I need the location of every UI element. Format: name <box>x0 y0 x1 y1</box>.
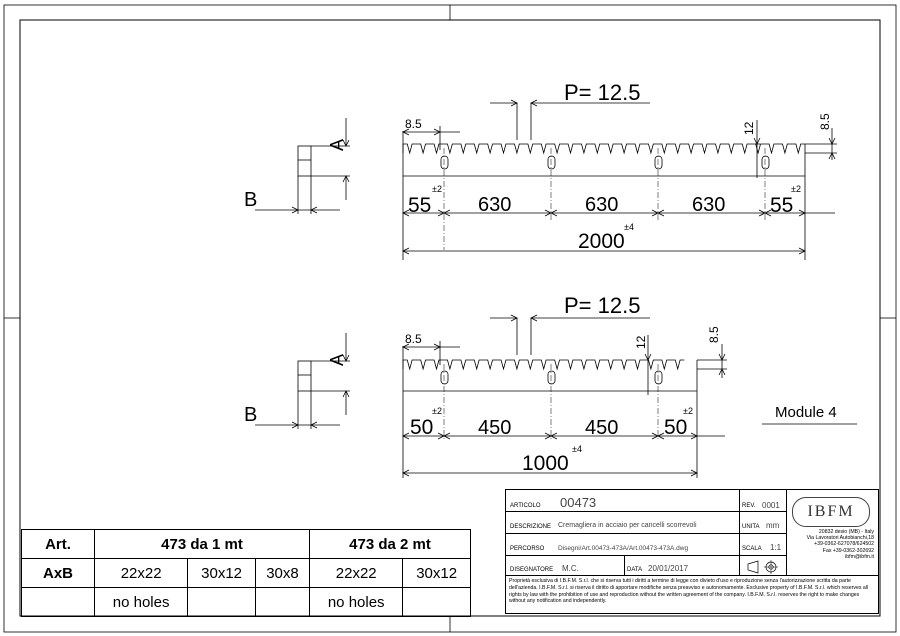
bom-note-cell: no holes <box>309 587 404 617</box>
scala-label: SCALA <box>742 546 762 552</box>
company-logo: IBFM <box>792 497 870 527</box>
projection-symbol-icon <box>747 560 778 574</box>
bottom-section-view <box>255 333 350 429</box>
bom-note-cell <box>187 587 256 617</box>
bottom-offset-right-tol: ±2 <box>683 406 693 416</box>
bom-size-cell: 22x22 <box>309 558 404 588</box>
bom-group-1: 473 da 1 mt <box>93 529 311 559</box>
bom-header-row: Art. 473 da 1 mt 473 da 2 mt <box>21 529 471 559</box>
top-offset-right-tol: ±2 <box>791 184 801 194</box>
bottom-offset-left: 50 <box>410 416 433 439</box>
bom-group-2: 473 da 2 mt <box>309 529 471 559</box>
data-value: 20/01/2017 <box>648 564 689 573</box>
section-label-a-bottom: A <box>327 354 347 366</box>
bottom-spacing-2: 450 <box>585 417 618 439</box>
percorso-label: PERCORSO <box>510 546 545 552</box>
bottom-total-length: 1000 <box>522 452 569 475</box>
top-rack <box>402 99 837 260</box>
bottom-offset-left-tol: ±2 <box>432 406 442 416</box>
bom-axb-label: AxB <box>21 558 95 588</box>
top-total-tol: ±4 <box>624 222 634 232</box>
top-tooth-width: 8.5 <box>405 117 422 131</box>
top-height-85: 8.5 <box>818 113 832 130</box>
bom-note-cell: no holes <box>93 587 189 617</box>
module-label: Module 4 <box>775 404 837 421</box>
scala-value: 1:1 <box>770 543 782 552</box>
disegnatore-value: M.C. <box>562 564 579 573</box>
bom-size-cell: 30x12 <box>402 558 471 588</box>
top-offset-left-tol: ±2 <box>432 184 442 194</box>
articolo-value: 00473 <box>560 495 597 510</box>
rev-label: REV. <box>742 503 756 509</box>
disegnatore-label: DISEGNATORE <box>510 567 554 573</box>
bom-note-cell <box>402 587 471 617</box>
bottom-offset-right: 50 <box>664 416 687 439</box>
bottom-height-12: 12 <box>634 335 648 349</box>
top-pitch-label: P= 12.5 <box>564 80 640 105</box>
bottom-rack <box>402 314 727 478</box>
top-offset-left: 55 <box>408 194 431 217</box>
bottom-spacing-1: 450 <box>478 417 511 439</box>
data-label: DATA <box>627 567 643 573</box>
bom-size-cell: 30x12 <box>187 558 256 588</box>
bom-art-label: Art. <box>21 529 95 559</box>
top-total-length: 2000 <box>578 230 625 253</box>
top-spacing-3: 630 <box>692 194 725 216</box>
top-offset-right: 55 <box>770 194 793 217</box>
bottom-pitch-label: P= 12.5 <box>564 293 640 318</box>
bom-note-row: no holes no holes <box>21 587 471 617</box>
bom-note-empty <box>21 587 95 617</box>
section-label-a-top: A <box>327 139 347 151</box>
descrizione-label: DESCRIZIONE <box>510 524 552 530</box>
legal-notice: Proprietà esclusiva di I.B.F.M. S.r.l. c… <box>509 578 869 605</box>
bottom-tooth-width: 8.5 <box>405 332 422 346</box>
articolo-label: ARTICOLO <box>510 503 541 509</box>
section-label-b-bottom: B <box>244 404 257 426</box>
bom-size-cell: 30x8 <box>254 558 311 588</box>
unita-label: UNITA <box>742 524 760 530</box>
top-spacing-1: 630 <box>478 194 511 216</box>
section-label-b-top: B <box>244 189 257 211</box>
bom-size-row: AxB 22x22 30x12 30x8 22x22 30x12 <box>21 558 471 588</box>
bom-table: Art. 473 da 1 mt 473 da 2 mt AxB 22x22 3… <box>21 529 471 617</box>
descrizione-value: Cremagliera in acciaio per cancelli scor… <box>558 522 697 529</box>
bottom-total-tol: ±4 <box>572 444 582 454</box>
percorso-value: Disegni/Art.00473-473A/Art.00473-473A.dw… <box>558 545 689 552</box>
top-height-12: 12 <box>742 121 756 135</box>
company-address: 20832 desio (MB) - Italy Via Lavoratori … <box>806 529 874 560</box>
bom-size-cell: 22x22 <box>93 558 189 588</box>
title-block: ARTICOLO 00473 REV. 0001 DESCRIZIONE Cre… <box>505 489 879 614</box>
bottom-height-85: 8.5 <box>707 326 721 343</box>
top-spacing-2: 630 <box>585 194 618 216</box>
top-section-view <box>255 118 350 214</box>
bom-note-cell <box>254 587 311 617</box>
rev-value: 0001 <box>762 501 780 510</box>
unita-value: mm <box>766 521 780 530</box>
